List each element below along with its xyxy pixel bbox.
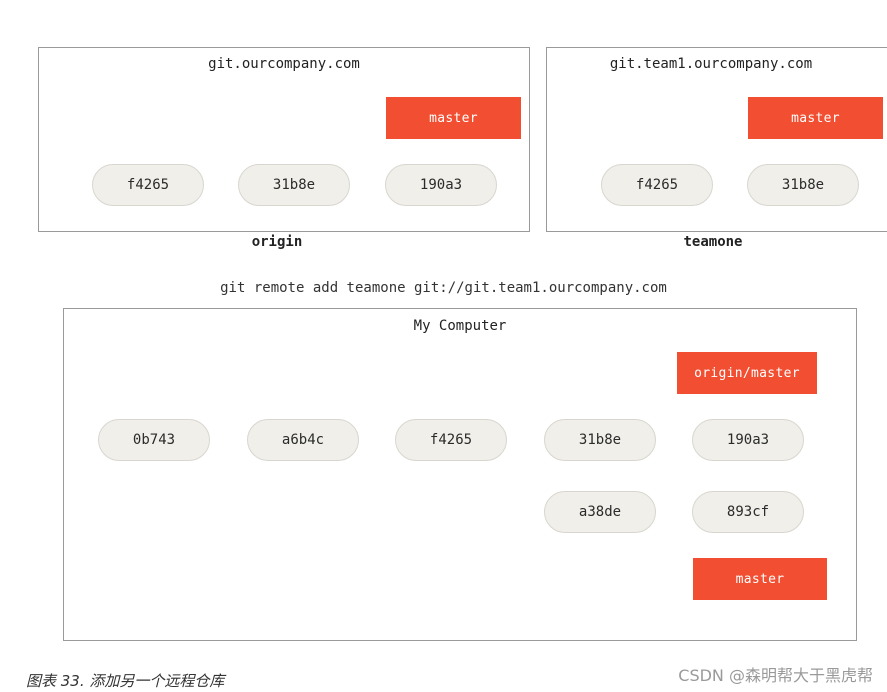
csdn-watermark: CSDN @森明帮大于黑虎帮 [678, 666, 873, 685]
origin-label: origin [251, 234, 303, 250]
local-commit-31b8e: 31b8e [544, 419, 656, 461]
local-origin-master-branch: origin/master [677, 352, 817, 394]
git-command-text: git remote add teamone git://git.team1.o… [220, 280, 667, 296]
local-commit-f4265: f4265 [395, 419, 507, 461]
local-master-branch: master [693, 558, 827, 600]
local-commit-0b743: 0b743 [98, 419, 210, 461]
local-commit-a6b4c: a6b4c [247, 419, 359, 461]
local-commit-190a3: 190a3 [692, 419, 804, 461]
figure-caption: 图表 33. 添加另一个远程仓库 [26, 672, 225, 690]
origin-server-title: git.ourcompany.com [208, 56, 360, 72]
local-commit-a38de: a38de [544, 491, 656, 533]
origin-commit-190a3: 190a3 [385, 164, 497, 206]
origin-commit-f4265: f4265 [92, 164, 204, 206]
teamone-commit-f4265: f4265 [601, 164, 713, 206]
teamone-master-branch: master [748, 97, 883, 139]
local-computer-title: My Computer [413, 318, 507, 334]
teamone-label: teamone [683, 234, 743, 250]
origin-commit-31b8e: 31b8e [238, 164, 350, 206]
origin-master-branch: master [386, 97, 521, 139]
teamone-server-title: git.team1.ourcompany.com [609, 56, 813, 72]
teamone-commit-31b8e: 31b8e [747, 164, 859, 206]
local-commit-893cf: 893cf [692, 491, 804, 533]
